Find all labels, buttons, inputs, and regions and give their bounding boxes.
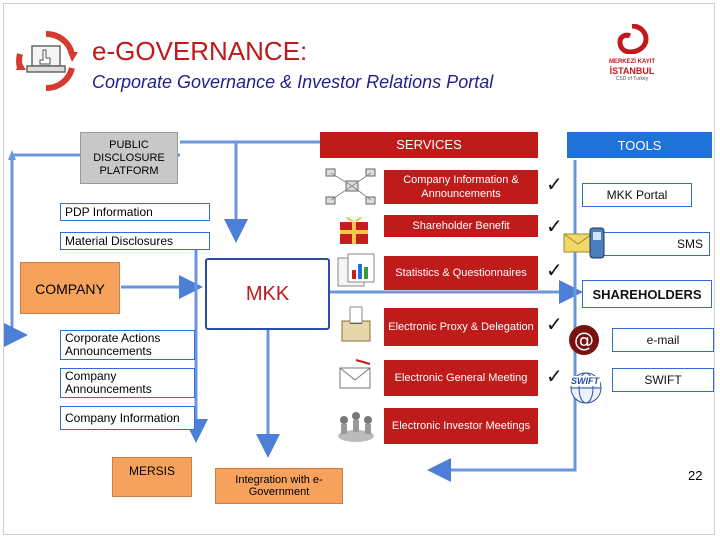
check-icon: ✓ <box>546 174 563 196</box>
logo-line-2: İSTANBUL <box>609 66 655 76</box>
gift-icon <box>336 210 372 246</box>
logo-line-3: CSD of Turkey <box>615 76 649 82</box>
slide-frame <box>3 3 715 535</box>
network-computers-icon <box>322 165 380 211</box>
swift-box: SWIFT <box>612 368 714 392</box>
services-header: SERVICES <box>320 132 538 158</box>
service-item: Electronic General Meeting <box>384 360 538 396</box>
email-box[interactable]: e-mail <box>612 328 714 352</box>
public-disclosure-platform-box: PUBLIC DISCLOSURE PLATFORM <box>80 132 178 184</box>
at-sign-icon: @ <box>566 322 602 358</box>
corporate-actions-box: Corporate Actions Announcements <box>60 330 195 360</box>
service-item: Company Information & Announcements <box>384 170 538 204</box>
pdp-information-box: PDP Information <box>60 203 210 221</box>
mkk-box: MKK <box>205 258 330 330</box>
swift-globe-icon: SWIFT <box>566 366 606 406</box>
check-icon: ✓ <box>546 260 563 282</box>
service-item: Electronic Proxy & Delegation <box>384 308 538 346</box>
mkk-portal-box[interactable]: MKK Portal <box>582 183 692 207</box>
check-icon: ✓ <box>546 216 563 238</box>
tools-header: TOOLS <box>567 132 712 158</box>
email-envelope-icon <box>336 358 376 394</box>
check-icon: ✓ <box>546 366 563 388</box>
ballot-box-icon <box>336 305 376 345</box>
meeting-people-icon <box>334 406 378 446</box>
company-box: COMPANY <box>20 262 120 314</box>
page-title: e-GOVERNANCE: <box>92 36 308 66</box>
svg-text:@: @ <box>574 328 594 352</box>
logo-line-1: MERKEZİ KAYIT <box>608 59 656 65</box>
hand-pointer-refresh-icon <box>10 30 82 92</box>
service-item: Statistics & Questionnaires <box>384 256 538 290</box>
envelope-phone-icon <box>562 222 610 268</box>
merkezi-kayit-logo: MERKEZİ KAYIT İSTANBUL CSD of Turkey <box>602 23 662 90</box>
company-announcements-box: Company Announcements <box>60 368 195 398</box>
swift-badge-label: SWIFT <box>570 376 600 386</box>
service-item: Shareholder Benefit <box>384 215 538 237</box>
company-information-box: Company Information <box>60 406 195 430</box>
check-icon: ✓ <box>546 314 563 336</box>
page-number: 22 <box>688 468 703 483</box>
sms-box: SMS <box>600 232 710 256</box>
service-item: Electronic Investor Meetings <box>384 408 538 444</box>
mersis-box: MERSIS <box>112 457 192 497</box>
integration-e-government-box: Integration with e-Government <box>215 468 343 504</box>
statistics-documents-icon <box>334 252 380 290</box>
shareholders-box: SHAREHOLDERS <box>582 280 712 308</box>
page-subtitle: Corporate Governance & Investor Relation… <box>92 72 494 92</box>
material-disclosures-box: Material Disclosures <box>60 232 210 250</box>
